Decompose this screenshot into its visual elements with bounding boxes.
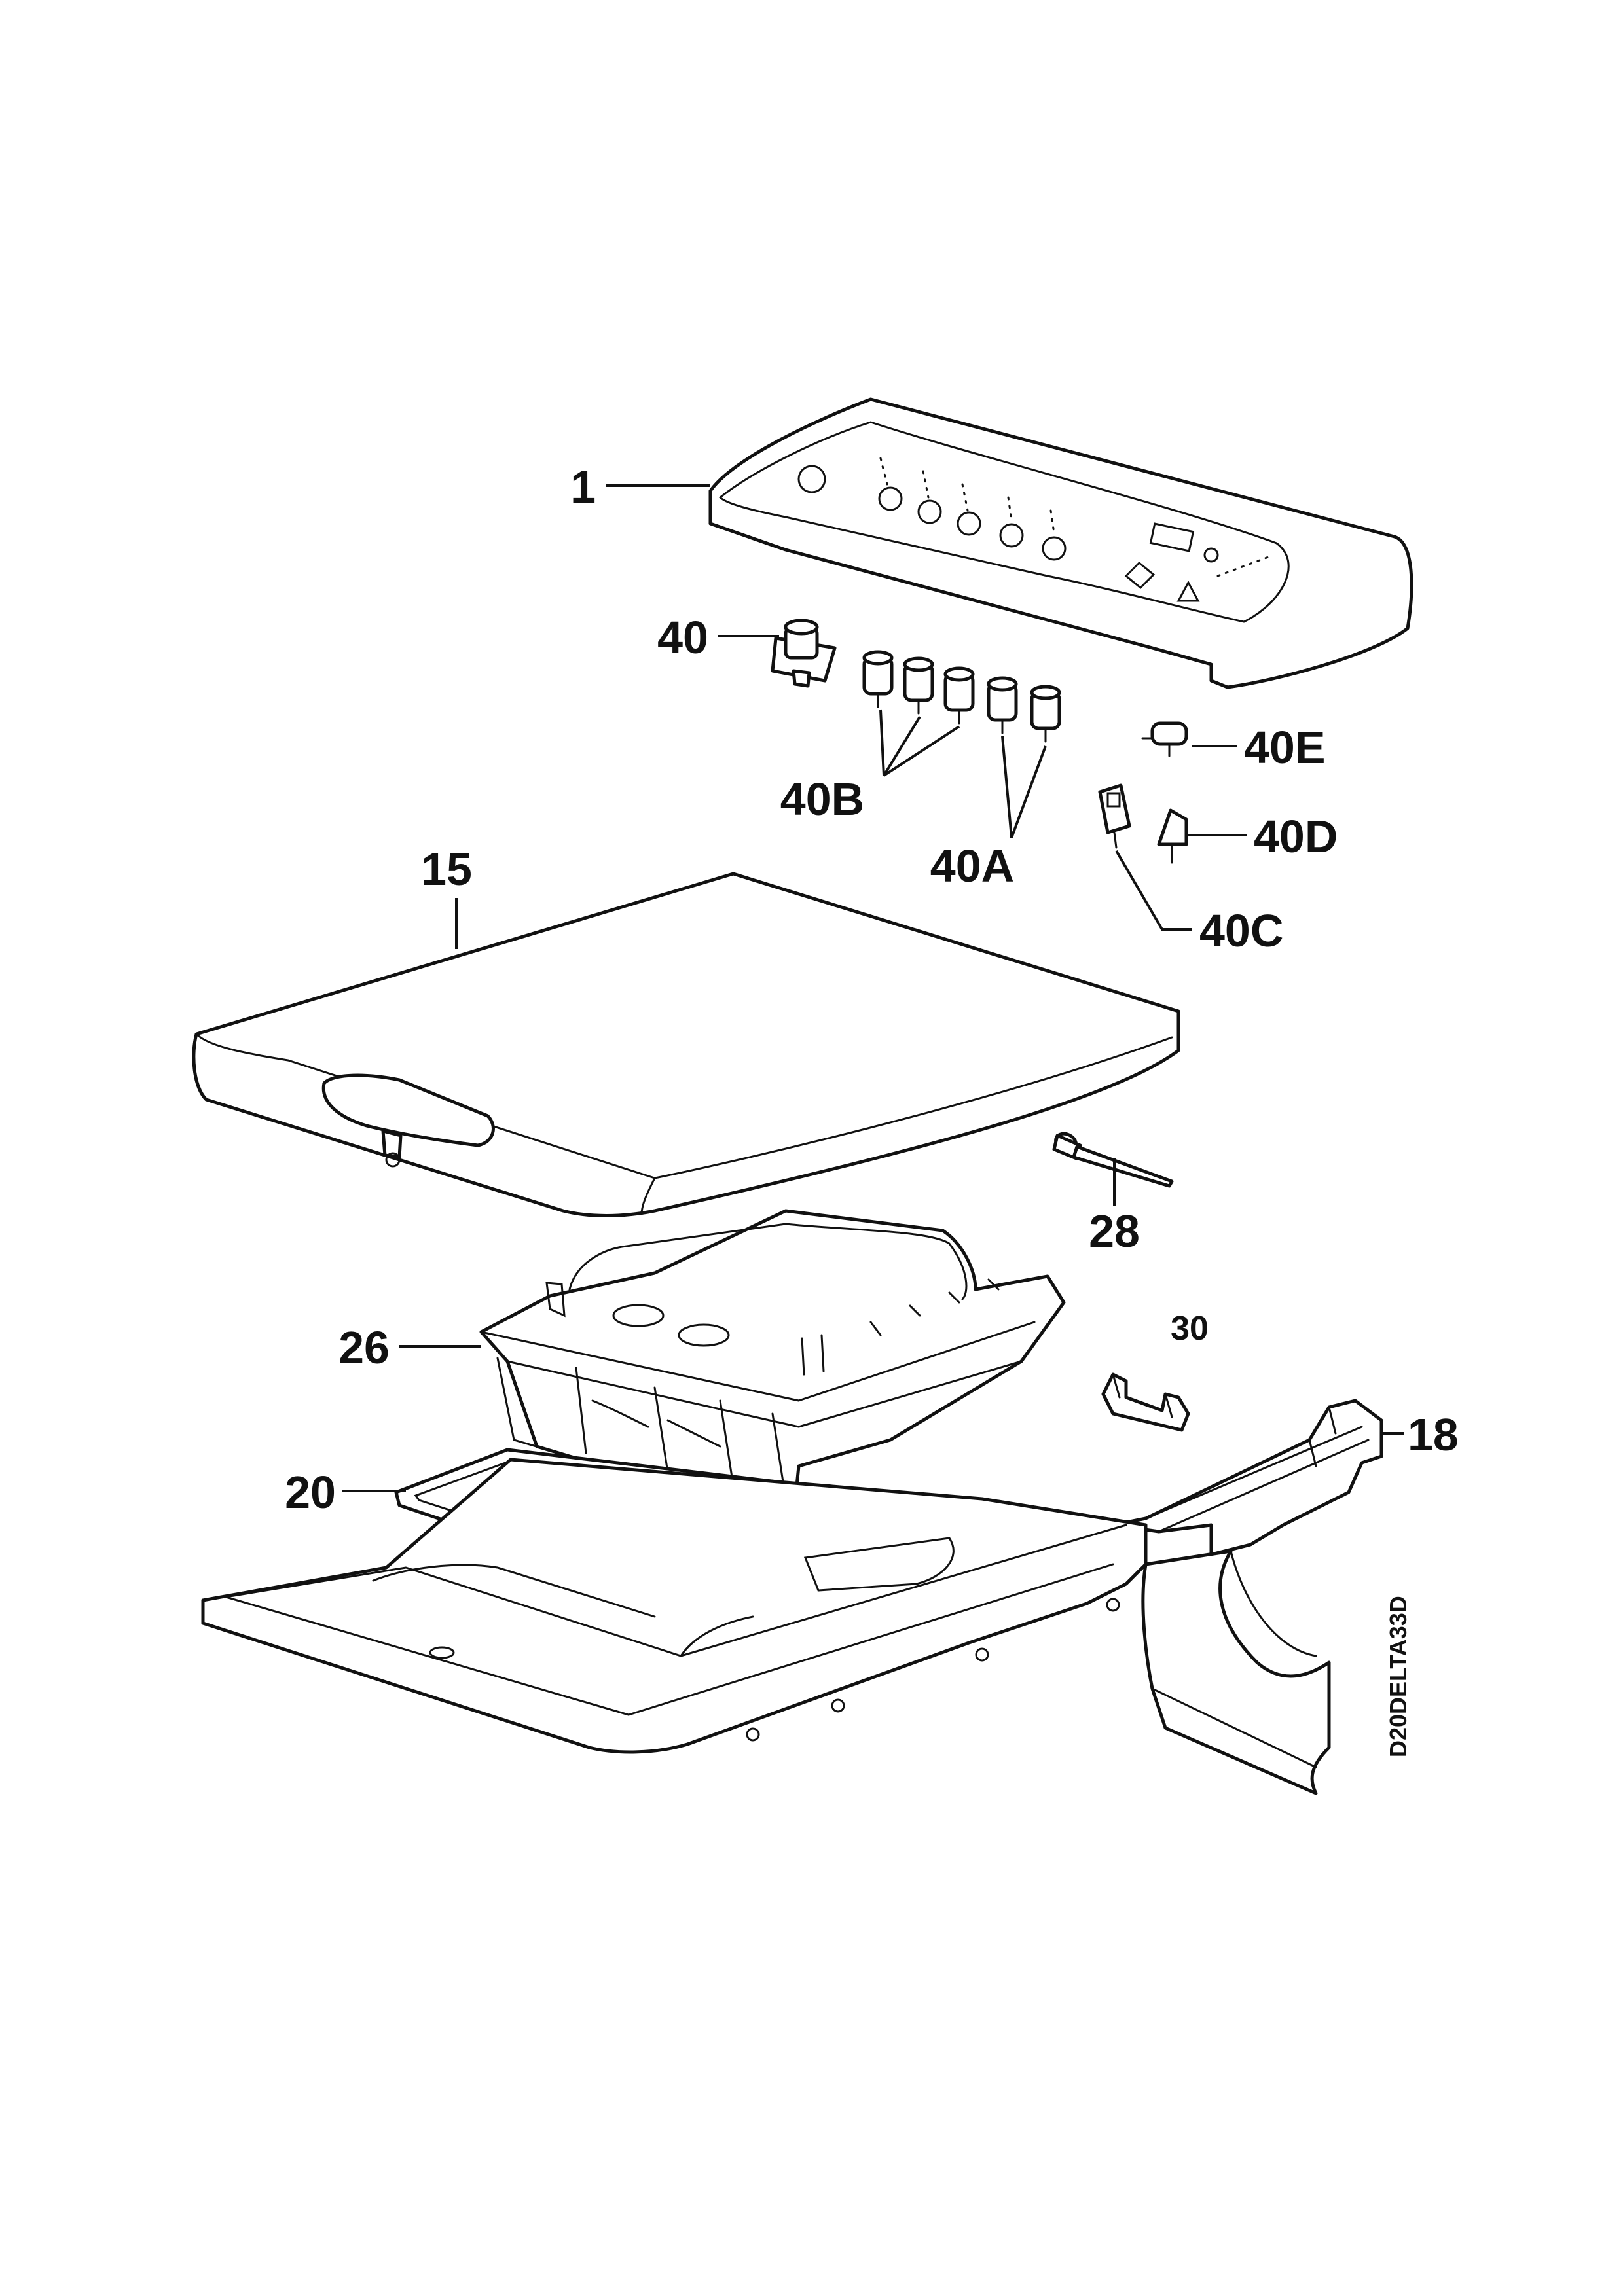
control-panel-part-1 (708, 397, 1413, 689)
callout-40A: 40A (930, 840, 1014, 891)
callout-40B: 40B (780, 774, 864, 825)
callout-1: 1 (570, 461, 596, 512)
callout-20: 20 (285, 1467, 336, 1518)
button-part-40D (1157, 808, 1188, 864)
pin-part-28 (1052, 1132, 1174, 1188)
knob-40B-1 (862, 650, 894, 708)
top-lid-part-15 (192, 872, 1180, 1217)
bracket-part-18 (1111, 1399, 1383, 1795)
clip-part-30 (1101, 1372, 1190, 1432)
callout-28: 28 (1089, 1206, 1140, 1257)
knob-40A-2 (1030, 685, 1061, 743)
knob-40B-2 (903, 656, 934, 715)
callout-40C: 40C (1199, 905, 1283, 956)
knob-part-40 (771, 619, 837, 688)
base-tray-frame (201, 1458, 1148, 1754)
knob-40A-1 (987, 676, 1018, 734)
leader-40C (1115, 850, 1192, 931)
leader-lines (342, 484, 1404, 1492)
program-knobs-part-40B-40A (862, 650, 1061, 743)
knob-40B-3 (943, 666, 975, 725)
drawing-code-label: D20DELTA33D (1385, 1596, 1412, 1757)
callout-40D: 40D (1254, 811, 1338, 862)
callout-30: 30 (1171, 1310, 1209, 1348)
callout-18: 18 (1408, 1409, 1459, 1460)
callout-26: 26 (338, 1322, 390, 1373)
callout-40E: 40E (1244, 722, 1326, 773)
leader-40A (1001, 736, 1047, 838)
switch-part-40C (1098, 783, 1131, 849)
callout-labels: 1 40 40E 40B 40A 40D 40C 15 28 26 30 18 … (285, 461, 1459, 1518)
button-part-40E (1141, 721, 1188, 757)
callout-40: 40 (657, 612, 708, 663)
callout-15: 15 (421, 844, 472, 895)
leader-40B (879, 709, 960, 777)
